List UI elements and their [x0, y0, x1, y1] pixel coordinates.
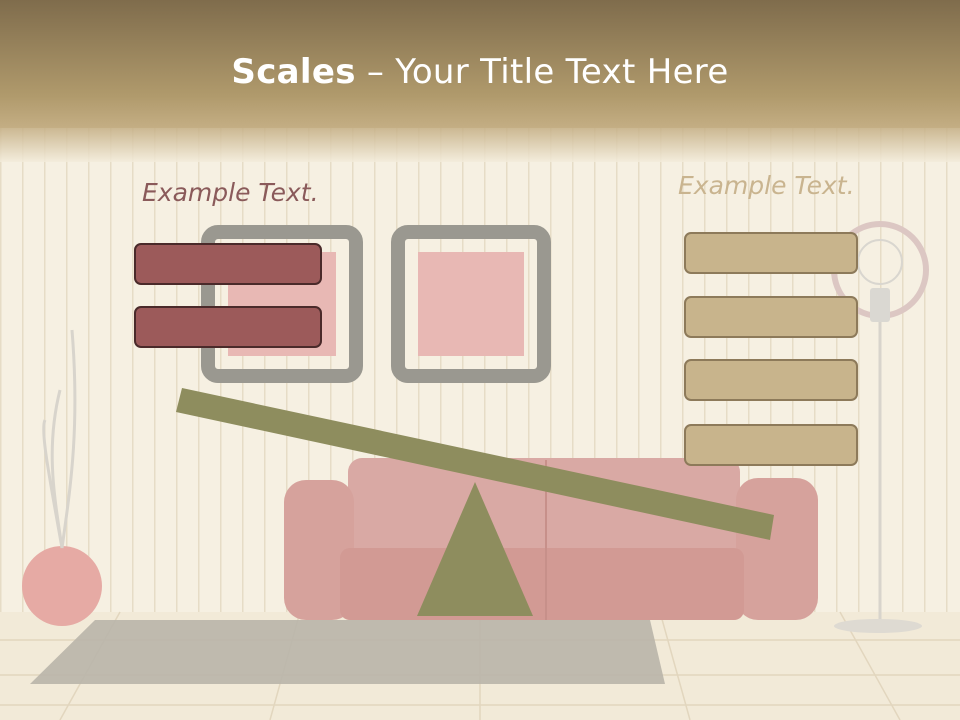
- right-text-box-4[interactable]: [684, 424, 858, 466]
- right-text-box-1[interactable]: [684, 232, 858, 274]
- header-band: [0, 0, 960, 128]
- left-heading: Example Text.: [142, 178, 319, 207]
- fulcrum-triangle-icon: [417, 482, 533, 616]
- vase-icon: [22, 329, 102, 626]
- right-text-box-3[interactable]: [684, 359, 858, 401]
- left-text-box-1[interactable]: [134, 243, 322, 285]
- right-heading: Example Text.: [678, 171, 855, 200]
- picture-frame-icon: [391, 225, 551, 383]
- right-text-box-2[interactable]: [684, 296, 858, 338]
- page-title: Scales – Your Title Text Here: [0, 52, 960, 92]
- rug-icon: [30, 620, 665, 684]
- title-rest: – Your Title Text Here: [355, 52, 729, 92]
- left-text-box-2[interactable]: [134, 306, 322, 348]
- scale-beam-icon: [176, 388, 774, 540]
- title-bold: Scales: [231, 52, 356, 92]
